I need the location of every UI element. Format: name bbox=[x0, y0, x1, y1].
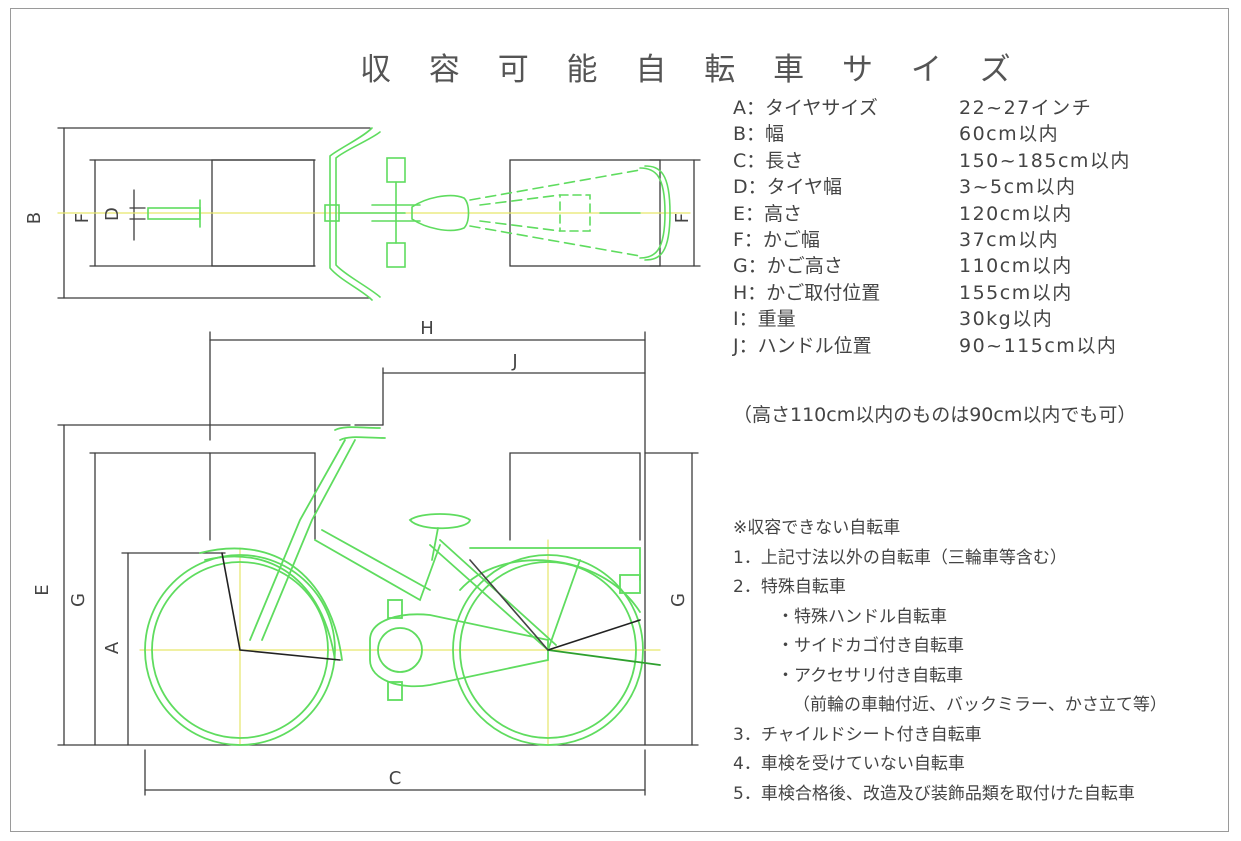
spec-label: G：かご高さ bbox=[733, 255, 843, 278]
spec-value: 120cm以内 bbox=[959, 202, 1073, 225]
spec-label: I：重量 bbox=[733, 308, 796, 331]
dim-label-f-right: F bbox=[672, 213, 693, 223]
list-item: 3．チャイルドシート付き自転車 bbox=[733, 724, 982, 745]
list-item: 2．特殊自転車 bbox=[733, 577, 846, 597]
dim-label-h: H bbox=[420, 318, 434, 339]
dim-label-f-left: F bbox=[72, 213, 93, 223]
list-item: 1．上記寸法以外の自転車（三輪車等含む） bbox=[733, 547, 1067, 568]
dim-label-d: D bbox=[102, 207, 123, 221]
dim-label-g-right: G bbox=[668, 593, 689, 607]
spec-note: （高さ110cm以内のものは90cm以内でも可） bbox=[733, 404, 1137, 426]
spec-value: 22~27インチ bbox=[959, 97, 1093, 119]
spec-label: H：かご取付位置 bbox=[733, 281, 881, 304]
dim-label-a: A bbox=[102, 641, 123, 654]
list-item: ・サイドカゴ付き自転車 bbox=[777, 636, 964, 656]
list-item: （前輪の車軸付近、バックミラー、かさ立て等） bbox=[793, 695, 1167, 715]
spec-label: D：タイヤ幅 bbox=[733, 176, 843, 199]
page-title: 収 容 可 能 自 転 車 サ イ ズ bbox=[360, 52, 1025, 88]
spec-value: 155cm以内 bbox=[959, 281, 1073, 304]
spec-label: F：かご幅 bbox=[733, 228, 820, 251]
spec-label: B：幅 bbox=[733, 123, 785, 146]
top-view bbox=[57, 127, 701, 301]
diagram-frame bbox=[10, 8, 1229, 832]
exclusion-list: ※収容できない自転車 1．上記寸法以外の自転車（三輪車等含む） 2．特殊自転車 … bbox=[733, 513, 1167, 808]
spec-value: 37cm以内 bbox=[959, 228, 1060, 251]
spec-label: J：ハンドル位置 bbox=[733, 334, 872, 357]
dim-label-e: E bbox=[32, 584, 53, 595]
list-item: 4．車検を受けていない自転車 bbox=[733, 754, 965, 774]
dim-label-j: J bbox=[511, 351, 517, 372]
dim-label-g-left: G bbox=[68, 593, 89, 607]
dim-label-b: B bbox=[24, 212, 45, 224]
dim-label-c: C bbox=[389, 768, 402, 789]
spec-value: 60cm以内 bbox=[959, 123, 1060, 146]
spec-value: 150~185cm以内 bbox=[959, 149, 1131, 172]
list-item: ・特殊ハンドル自転車 bbox=[777, 606, 947, 627]
side-view bbox=[57, 331, 699, 796]
spec-label: A：タイヤサイズ bbox=[733, 97, 878, 119]
list-item: 5．車検合格後、改造及び装飾品類を取付けた自転車 bbox=[733, 783, 1135, 804]
spec-value: 110cm以内 bbox=[959, 255, 1073, 278]
list-item: ・アクセサリ付き自転車 bbox=[777, 665, 964, 686]
spec-value: 3~5cm以内 bbox=[959, 176, 1077, 199]
spec-label: C：長さ bbox=[733, 149, 804, 172]
exclusion-heading: ※収容できない自転車 bbox=[733, 518, 901, 538]
spec-value: 90~115cm以内 bbox=[959, 334, 1118, 357]
spec-label: E：高さ bbox=[733, 202, 803, 225]
spec-value: 30kg以内 bbox=[959, 308, 1054, 331]
